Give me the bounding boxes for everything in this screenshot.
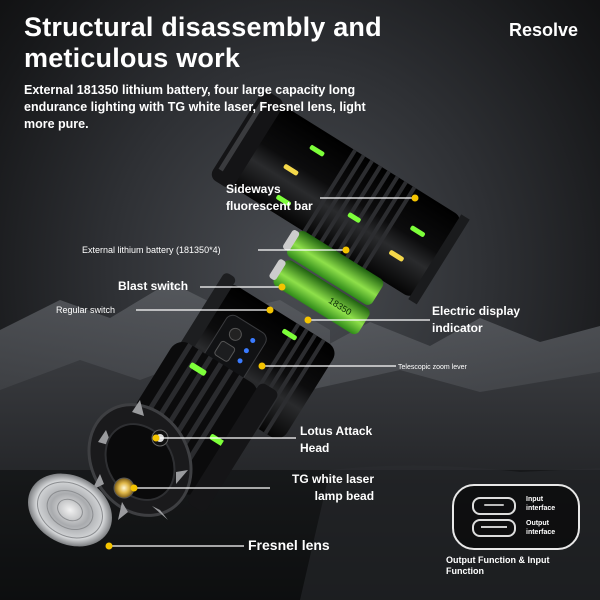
title-line-1: Structural disassembly and [24, 12, 382, 42]
label-fresnel-lens: Fresnel lens [248, 537, 330, 553]
label-sideways-fluorescent-bar: Sideways fluorescent bar [226, 182, 313, 213]
label-tg-white-laser: TG white laser lamp bead [292, 472, 375, 503]
label-external-battery: External lithium battery (181350*4) [82, 245, 221, 255]
callout-dot [342, 246, 350, 254]
label-blast-switch: Blast switch [118, 279, 189, 293]
label-telescopic-zoom-lever: Telescopic zoom lever [398, 364, 467, 371]
io-function-caption: Output Function & Input Function [446, 555, 550, 576]
label-regular-switch: Regular switch [56, 305, 116, 315]
callout-dot [278, 283, 286, 291]
callout-dot [411, 194, 419, 202]
input-interface-label: Input interface [526, 496, 556, 512]
callout-dot [304, 316, 312, 324]
output-interface-label: Output interface [526, 520, 556, 536]
callout-dot [130, 484, 138, 492]
title-line-2: meticulous work [24, 43, 241, 73]
output-port-icon [472, 519, 516, 537]
input-port-icon [472, 497, 516, 515]
description-text: External 181350 lithium battery, four la… [24, 83, 366, 131]
callout-dot [152, 434, 160, 442]
page-title: Structural disassembly and meticulous wo… [24, 12, 382, 74]
label-electric-display-indicator: Electric display indicator [432, 304, 521, 335]
label-lotus-attack-head: Lotus Attack Head [300, 424, 373, 455]
callout-dot [105, 542, 113, 550]
brand-label: Resolve [508, 20, 578, 40]
ports-panel: Input interface Output interface [452, 484, 580, 550]
callout-dot [258, 362, 266, 370]
callout-dot [266, 306, 274, 314]
